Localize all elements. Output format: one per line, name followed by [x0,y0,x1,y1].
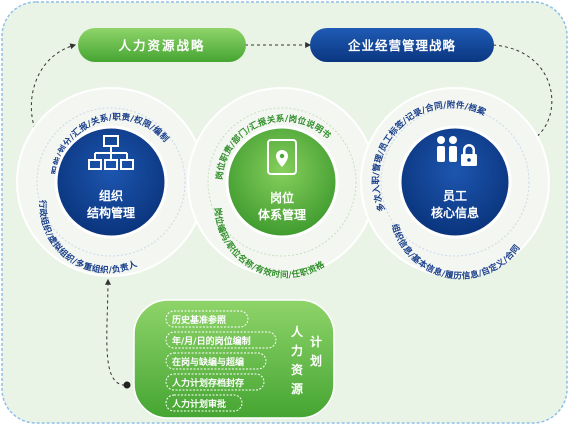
plan-items: 历史基准参照 年/月/日的岗位编制 在岗与缺编与超编 人力计划存档封存 人力计划… [165,310,277,412]
post-system-node[interactable]: 岗位 体系管理 [225,125,339,239]
people-lock-icon [437,136,477,166]
post-title-line1: 岗位 [270,190,294,205]
plan-item: 人力计划存档封存 [171,377,244,389]
org-structure-node[interactable]: 组织 结构管理 [54,125,168,239]
flow-loop-right [492,44,553,141]
location-pin-icon [267,139,297,175]
plan-title-char: 划 [310,353,322,368]
plan-title-char: 人 [291,324,304,339]
org-title-line2: 结构管理 [87,205,135,220]
plan-item: 在岗与缺编与超编 [172,356,244,368]
staff-title-line1: 员工 [443,189,467,203]
plan-title-char: 计 [310,334,322,349]
plan-title-char: 力 [291,343,303,358]
org-chart-icon [88,135,134,170]
hr-strategy-pill[interactable]: 人力资源战略 [78,28,246,62]
plan-title-char: 资 [291,362,303,377]
business-strategy-pill[interactable]: 企业经营管理战略 [310,28,494,62]
plan-title: 人 力 计 资 划 源 [291,324,322,396]
flow-arrow-plan [104,278,126,386]
org-title-line1: 组织 [99,188,123,203]
staff-core-node[interactable]: 员工 核心信息 [398,125,512,239]
hr-strategy-label: 人力资源战略 [118,38,205,53]
flow-start-dot [123,381,131,389]
plan-item: 历史基准参照 [172,314,226,326]
manpower-plan-box[interactable]: 历史基准参照 年/月/日的岗位编制 在岗与缺编与超编 人力计划存档封存 人力计划… [133,299,335,419]
post-title-line2: 体系管理 [258,207,306,222]
plan-title-char: 源 [291,381,303,396]
plan-item: 年/月/日的岗位编制 [172,335,251,347]
plan-item: 人力计划审批 [171,398,226,410]
business-strategy-label: 企业经营管理战略 [347,38,456,53]
staff-title-line2: 核心信息 [431,205,479,220]
